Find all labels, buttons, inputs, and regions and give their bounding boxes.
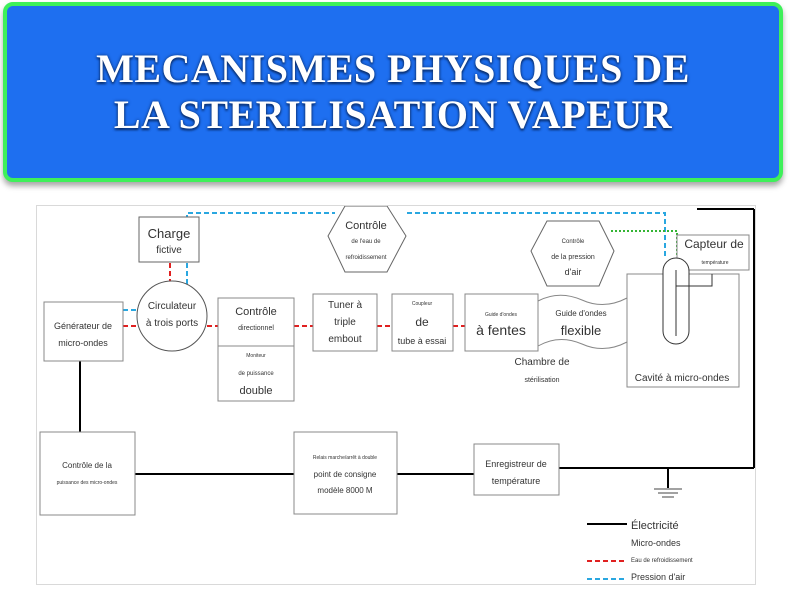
- charge-fictive-box: Charge fictive: [138, 216, 200, 263]
- sterilization-diagram: Charge fictive Contrôle de l'eau de refr…: [36, 205, 756, 585]
- coupleur-line1: Coupleur: [412, 301, 433, 307]
- tuner-line2: triple: [334, 317, 356, 328]
- circulateur-circle: Circulateur à trois ports: [136, 280, 208, 352]
- controle-directionnel-box: Contrôle directionnel: [217, 297, 295, 347]
- moniteur-line1: Moniteur: [246, 353, 266, 359]
- title-line-2: LA STERILISATION VAPEUR: [113, 92, 673, 137]
- air-pressure-lines: [611, 230, 678, 256]
- enregistreur-box: Enregistreur de température: [473, 443, 560, 496]
- guide-flexible-line2: flexible: [561, 323, 601, 338]
- legend: Électricité Micro-ondes Eau de refroidis…: [631, 519, 693, 582]
- tuner-box: Tuner à triple embout: [312, 293, 378, 352]
- generateur-line2: micro-ondes: [58, 338, 108, 348]
- guide-flexible-line1: Guide d'ondes: [555, 309, 606, 318]
- electricity-lines: [79, 208, 755, 525]
- chambre-label: Chambre de stérilisation: [514, 357, 569, 384]
- relais-line1: Relais marche/arrêt à double: [313, 455, 377, 461]
- controle-puissance-line2: puissance des micro-ondes: [57, 480, 118, 486]
- enregistreur-line1: Enregistreur de: [485, 459, 547, 469]
- controle-puissance-line1: Contrôle de la: [62, 461, 112, 470]
- legend-electricity: Électricité: [631, 519, 679, 532]
- controle-pression-line1: Contrôle: [562, 239, 585, 245]
- cooling-water-lines: [123, 212, 666, 580]
- diagram-svg: Charge fictive Contrôle de l'eau de refr…: [39, 205, 755, 582]
- coupleur-line3: tube à essai: [398, 336, 447, 346]
- coupleur-box: Coupleur de tube à essai: [391, 293, 454, 352]
- controle-dir-line2: directionnel: [238, 325, 274, 332]
- legend-cooling-water: Eau de refroidissement: [631, 558, 693, 564]
- title-line-1: MECANISMES PHYSIQUES DE: [96, 46, 690, 91]
- moniteur-box: Moniteur de puissance double: [217, 345, 295, 402]
- controle-puissance-box: Contrôle de la puissance des micro-ondes: [39, 431, 136, 516]
- cavite-line1: Cavité à micro-ondes: [635, 373, 729, 384]
- controle-pression-line3: d'air: [565, 267, 582, 277]
- generateur-box: Générateur de micro-ondes: [43, 301, 124, 362]
- controle-dir-line1: Contrôle: [235, 306, 277, 318]
- chambre-line1: Chambre de: [514, 357, 569, 368]
- capteur-line1: Capteur de: [684, 237, 744, 251]
- controle-eau-line3: refroidissement: [345, 255, 386, 261]
- coupleur-line2: de: [415, 315, 429, 329]
- guide-fentes-line1: Guide d'ondes: [485, 312, 518, 318]
- guide-fentes-box: Guide d'ondes à fentes: [464, 293, 539, 352]
- legend-air-pressure: Pression d'air: [631, 572, 685, 582]
- moniteur-line2: de puissance: [238, 371, 274, 377]
- relais-line3: modèle 8000 M: [317, 486, 372, 495]
- charge-line2: fictive: [156, 245, 182, 256]
- controle-eau-line1: Contrôle: [345, 220, 387, 232]
- circulateur-line2: à trois ports: [146, 318, 198, 329]
- relais-line2: point de consigne: [314, 470, 377, 479]
- tuner-line3: embout: [328, 334, 362, 345]
- chambre-line2: stérilisation: [524, 377, 559, 384]
- capteur-line2: température: [702, 260, 729, 266]
- controle-pression-line2: de la pression: [551, 254, 595, 261]
- generateur-line1: Générateur de: [54, 321, 112, 331]
- charge-line1: Charge: [148, 226, 191, 241]
- controle-eau-hexagon: Contrôle de l'eau de refroidissement: [327, 205, 407, 273]
- moniteur-line3: double: [239, 385, 272, 397]
- legend-microwaves: Micro-ondes: [631, 538, 681, 548]
- capteur-box: Capteur de température: [676, 234, 750, 271]
- relais-box: Relais marche/arrêt à double point de co…: [293, 431, 398, 515]
- thermometer-probe: [662, 257, 713, 345]
- ground-symbol: [654, 488, 682, 498]
- title-banner: MECANISMES PHYSIQUES DE LA STERILISATION…: [3, 2, 783, 182]
- enregistreur-line2: température: [492, 476, 541, 486]
- tuner-line1: Tuner à: [328, 300, 363, 311]
- page-title: MECANISMES PHYSIQUES DE LA STERILISATION…: [96, 46, 690, 138]
- circulateur-line1: Circulateur: [148, 301, 197, 312]
- guide-fentes-line2: à fentes: [476, 322, 526, 338]
- controle-pression-hexagon: Contrôle de la pression d'air: [530, 220, 615, 287]
- guide-flexible-box: Guide d'ondes flexible: [537, 294, 628, 349]
- controle-eau-line2: de l'eau de: [351, 239, 381, 245]
